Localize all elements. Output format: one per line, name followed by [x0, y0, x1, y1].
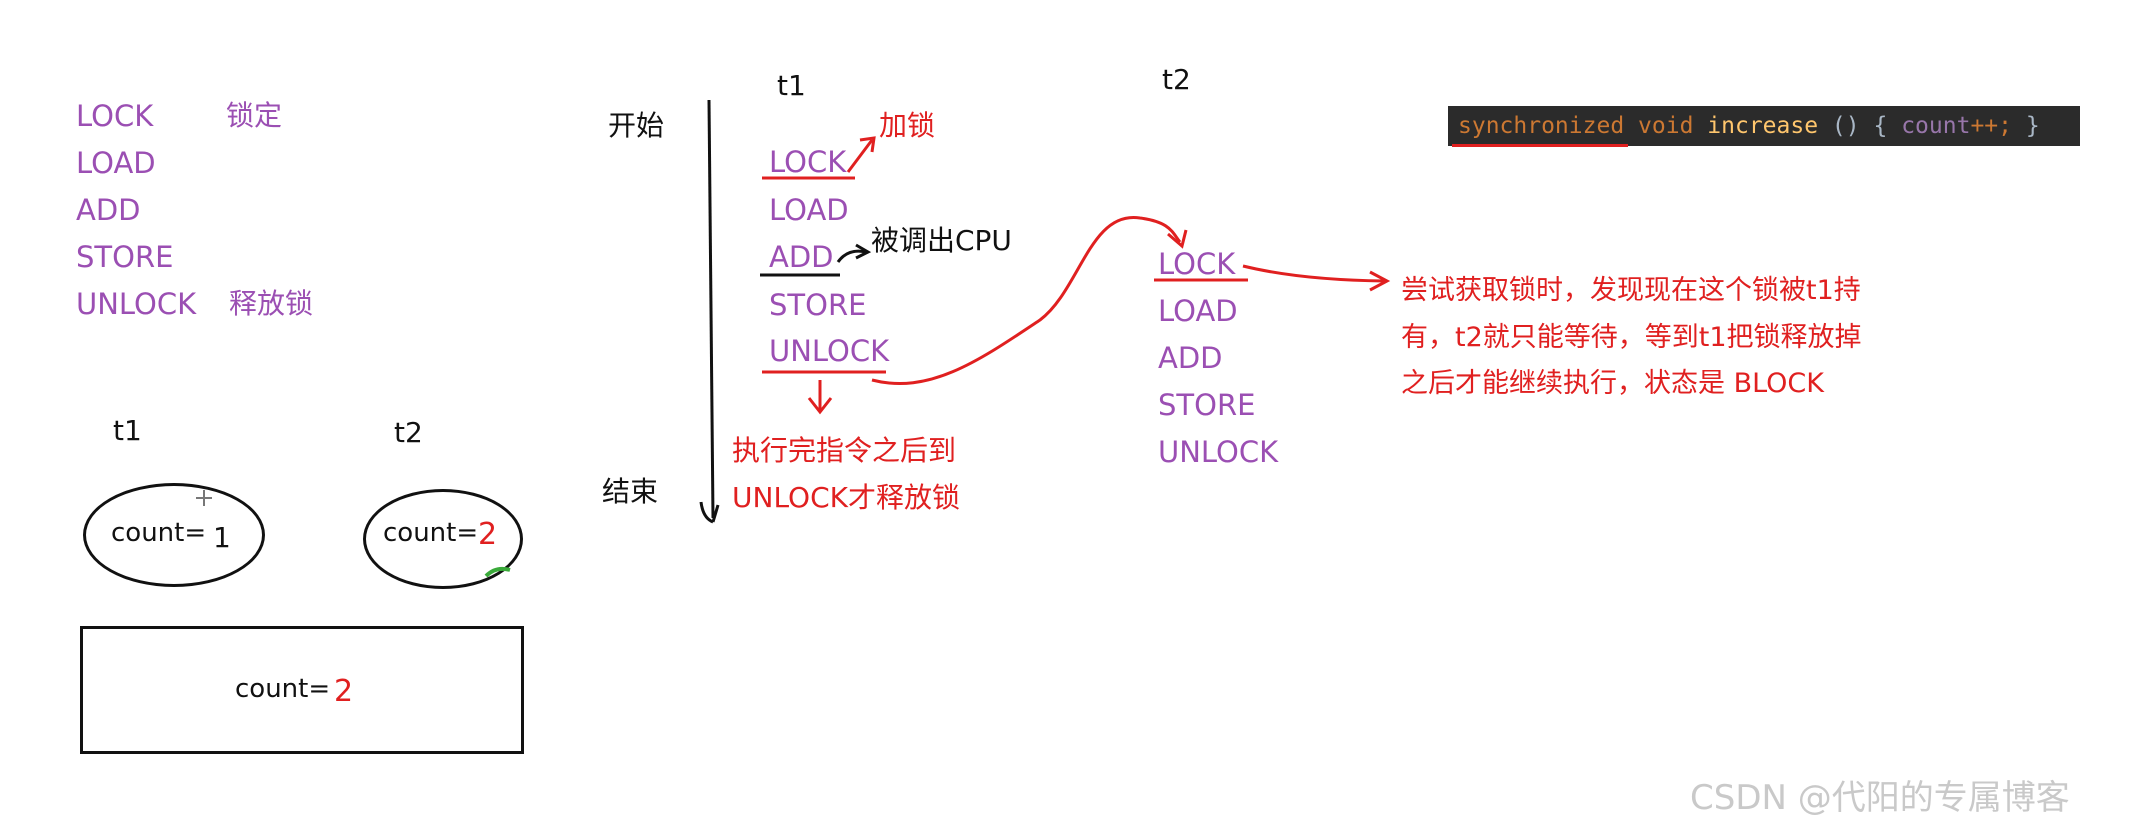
timeline-axis — [707, 99, 715, 519]
t2-working-memory — [363, 489, 523, 589]
timeline-t1-label: t1 — [777, 69, 806, 102]
legend-op-unlock: UNLOCK — [76, 287, 197, 321]
t2-op-lock: LOCK — [1158, 247, 1236, 281]
unlock-to-lock-arrow — [871, 216, 1182, 385]
annot-block-line1: 尝试获取锁时，发现现在这个锁被t1持 — [1401, 275, 1861, 306]
t2-count-value: 2 — [478, 517, 498, 552]
legend-op-add: ADD — [76, 193, 141, 227]
code-keyword-void: void — [1638, 113, 1694, 139]
unlock-down-arrowhead — [807, 397, 833, 415]
t1-op-unlock: UNLOCK — [769, 334, 890, 368]
code-snippet: synchronized void increase () { count++;… — [1448, 106, 2080, 146]
timeline-t2-label: t2 — [1162, 63, 1191, 96]
timeline-start-label: 开始 — [608, 109, 665, 142]
main-count-label: count= — [235, 674, 331, 704]
legend-desc-unlock: 释放锁 — [229, 287, 314, 320]
t1-count-label: count= — [111, 518, 207, 548]
code-increment: ++; — [1970, 113, 2012, 139]
code-keyword-synchronized: synchronized — [1458, 113, 1625, 139]
legend-op-lock: LOCK — [76, 99, 154, 133]
cpu-annotation-arrowhead — [855, 243, 872, 260]
code-close-brace: } — [2025, 113, 2040, 139]
t2-green-mark — [484, 566, 511, 578]
annot-unlock-line2: UNLOCK才释放锁 — [732, 481, 960, 514]
t2-op-store: STORE — [1158, 388, 1256, 422]
legend-op-store: STORE — [76, 240, 174, 274]
annot-block-line2: 有，t2就只能等待，等到t1把锁释放掉 — [1401, 322, 1862, 353]
main-memory-box — [80, 626, 524, 754]
unlock-to-lock-arrowhead — [1167, 229, 1188, 249]
annot-block-line3: 之后才能继续执行，状态是 BLOCK — [1401, 368, 1824, 399]
cpu-annotation-arrow — [836, 249, 867, 263]
t1-op-lock: LOCK — [769, 145, 847, 179]
code-field: count — [1901, 113, 1971, 139]
block-annotation-arrowhead — [1369, 270, 1391, 292]
t2-op-add: ADD — [1158, 341, 1223, 375]
t1-op-store: STORE — [769, 288, 867, 322]
timeline-arrowhead — [699, 501, 720, 524]
t1-op-add: ADD — [769, 240, 834, 274]
legend-desc-lock: 锁定 — [226, 99, 283, 132]
t2-count-label: count= — [383, 518, 479, 548]
lock-annotation-arrow — [846, 139, 874, 173]
main-count-value: 2 — [334, 674, 354, 709]
lock-annotation-arrowhead — [859, 136, 876, 153]
memory-t1-label: t1 — [113, 414, 142, 447]
code-open-brace: { — [1873, 113, 1888, 139]
t2-op-load: LOAD — [1158, 294, 1238, 328]
t2-op-unlock: UNLOCK — [1158, 435, 1279, 469]
t1-op-load: LOAD — [769, 193, 849, 227]
code-keyword-underline — [1452, 144, 1628, 147]
timeline-end-label: 结束 — [602, 475, 659, 508]
annot-lock: 加锁 — [879, 109, 936, 142]
code-parens: () — [1831, 113, 1860, 139]
annot-cpu: 被调出CPU — [871, 224, 1012, 257]
watermark: CSDN @代阳的专属博客 — [1690, 778, 2070, 818]
memory-t2-label: t2 — [394, 416, 423, 449]
block-annotation-arrow — [1242, 264, 1386, 283]
legend-op-load: LOAD — [76, 146, 156, 180]
code-method-name: increase — [1707, 113, 1819, 139]
t1-count-value: 1 — [213, 521, 231, 554]
t1-working-memory — [83, 483, 265, 587]
annot-unlock-line1: 执行完指令之后到 — [732, 434, 957, 467]
